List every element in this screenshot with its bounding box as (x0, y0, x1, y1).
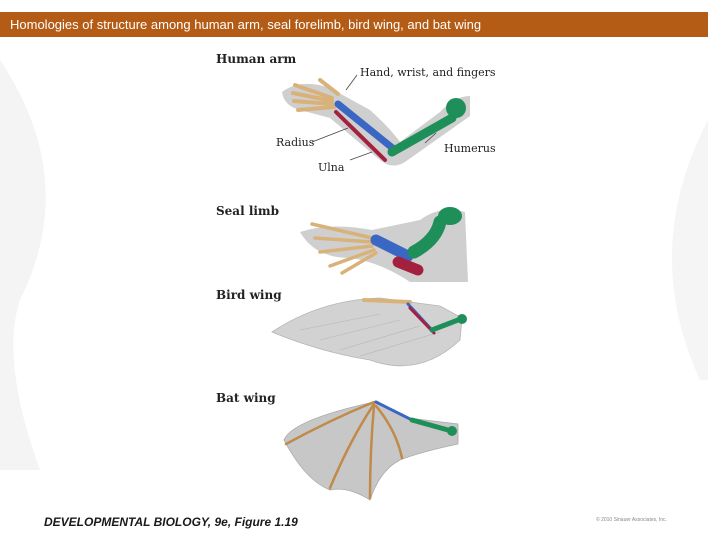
watermark-swoosh (0, 60, 46, 470)
human-arm-illustration (282, 75, 470, 166)
human-arm-heading: Human arm (216, 52, 296, 66)
seal-limb-heading: Seal limb (216, 204, 279, 218)
seal-humerus-head (438, 207, 462, 225)
bat-wing-illustration (284, 402, 458, 500)
figure-source: DEVELOPMENTAL BIOLOGY, 9e, Figure 1.19 (44, 515, 298, 529)
human-humerus-head (446, 98, 466, 118)
humerus-label: Humerus (444, 142, 496, 155)
bat-humerus-head (447, 426, 457, 436)
copyright-notice: © 2010 Sinauer Associates, Inc. (596, 517, 667, 523)
bird-digits (364, 300, 410, 302)
radius-label: Radius (276, 136, 314, 149)
watermark-swoosh-right (672, 120, 708, 380)
ulna-label: Ulna (318, 161, 344, 174)
seal-ulna (398, 262, 418, 270)
hand-wrist-fingers-label: Hand, wrist, and fingers (360, 66, 496, 79)
bird-wing-heading: Bird wing (216, 288, 282, 302)
bat-wing-heading: Bat wing (216, 391, 276, 405)
bird-humerus-head (457, 314, 467, 324)
bird-wing-illustration (272, 298, 467, 366)
seal-limb-illustration (300, 207, 468, 282)
